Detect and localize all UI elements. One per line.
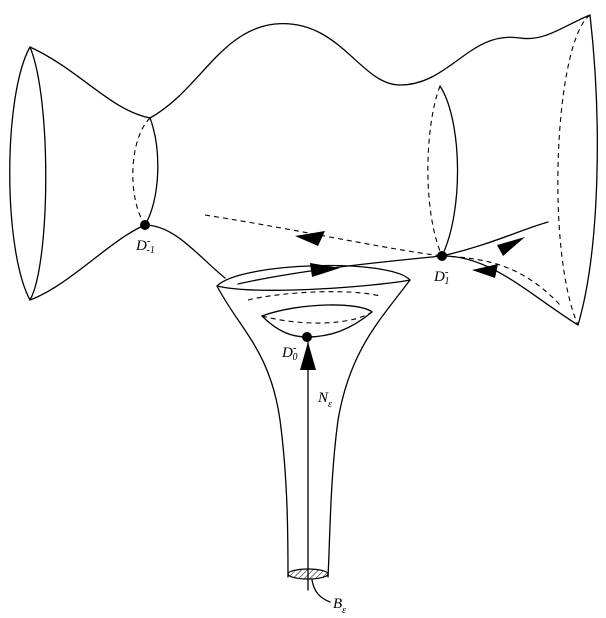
upper-surface (10, 15, 598, 325)
label-d-0: D-0 (281, 342, 298, 363)
flow-lines (205, 215, 560, 602)
bottom-right-contour (442, 256, 578, 325)
right-neck-front (440, 86, 458, 256)
left-neck-back (133, 118, 150, 225)
labels: D--1 D-1 D-0 Nε Bε (135, 235, 450, 616)
b-pointer (312, 580, 330, 602)
top-contour (30, 15, 590, 118)
right-neck-back (428, 86, 442, 256)
point-d-minus1 (140, 220, 150, 230)
right-end-edge (578, 15, 597, 325)
left-end-ellipse (10, 47, 46, 300)
stable-trajectory-right (442, 256, 560, 305)
bottom-mid-contour (145, 225, 225, 278)
funnel (217, 266, 410, 579)
funnel-right-wall (328, 280, 410, 577)
point-d-0 (302, 332, 312, 342)
funnel-inner-hidden-2 (248, 292, 380, 300)
funnel-inner-bowl (262, 312, 372, 337)
funnel-inner-hidden (262, 312, 372, 323)
label-d-minus1: D--1 (135, 235, 155, 256)
bottom-left-contour (30, 225, 145, 300)
point-d-1 (437, 251, 447, 261)
funnel-left-wall (217, 286, 288, 577)
funnel-inner-rim (262, 305, 372, 316)
label-d-1: D-1 (433, 266, 450, 287)
right-end-hidden-ellipse (558, 15, 590, 325)
label-b-eps: Bε (333, 596, 346, 616)
arrow-solid-right (497, 237, 525, 256)
arrow-left-dashed (295, 231, 325, 246)
left-neck-front (145, 118, 158, 225)
stable-trajectory-left (205, 215, 442, 256)
label-n-eps: Nε (317, 390, 332, 410)
arrow-vertical (300, 342, 316, 370)
